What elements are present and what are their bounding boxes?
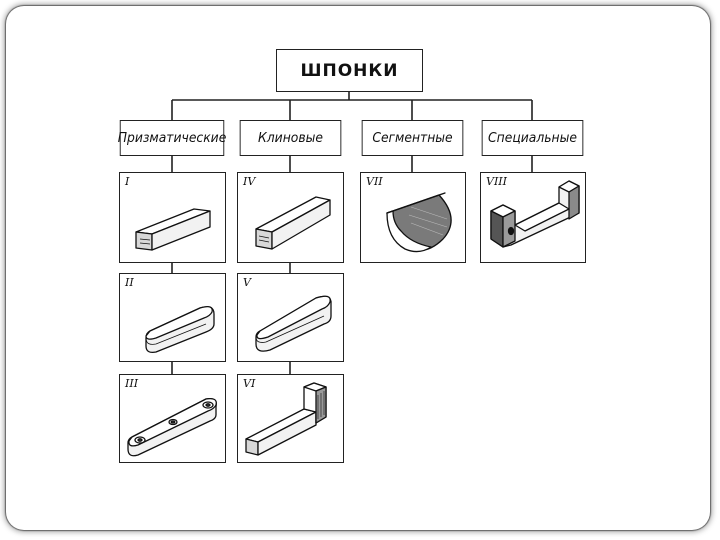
root-label: ШПОНКИ bbox=[300, 60, 399, 81]
cell-numeral: VII bbox=[366, 175, 383, 188]
cell-numeral: I bbox=[125, 175, 130, 188]
taper-key-flat-drawing bbox=[255, 196, 331, 250]
key-cell-iv: IV bbox=[237, 172, 344, 263]
cell-numeral: IV bbox=[243, 175, 256, 188]
cell-numeral: VIII bbox=[486, 175, 507, 188]
category-label: Специальные bbox=[488, 130, 577, 146]
category-taper: Клиновые bbox=[239, 120, 342, 156]
prismatic-key-with-screw-holes-drawing bbox=[127, 397, 217, 457]
key-cell-viii: VIII bbox=[480, 172, 586, 263]
category-label: Призматические bbox=[117, 130, 227, 146]
category-label: Клиновые bbox=[258, 130, 323, 146]
category-special: Специальные bbox=[481, 120, 584, 156]
category-label: Сегментные bbox=[372, 130, 453, 146]
taper-key-rounded-drawing bbox=[255, 295, 332, 352]
key-cell-i: I bbox=[119, 172, 226, 263]
cell-numeral: III bbox=[125, 377, 139, 390]
special-key-drawing bbox=[490, 180, 580, 248]
cell-numeral: V bbox=[243, 276, 251, 289]
category-segment: Сегментные bbox=[361, 120, 464, 156]
woodruff-segment-key-drawing bbox=[386, 192, 452, 253]
key-cell-vi: VI bbox=[237, 374, 344, 463]
category-prismatic: Призматические bbox=[117, 120, 227, 156]
gib-head-taper-key-drawing bbox=[245, 382, 327, 456]
root-node: ШПОНКИ bbox=[276, 49, 423, 92]
prismatic-key-rounded-ends-drawing bbox=[145, 306, 215, 354]
key-cell-ii: II bbox=[119, 273, 226, 362]
prismatic-key-flat-ends-drawing bbox=[135, 208, 211, 251]
key-cell-vii: VII bbox=[360, 172, 466, 263]
key-cell-v: V bbox=[237, 273, 344, 362]
cell-numeral: II bbox=[125, 276, 134, 289]
key-cell-iii: III bbox=[119, 374, 226, 463]
cell-numeral: VI bbox=[243, 377, 256, 390]
